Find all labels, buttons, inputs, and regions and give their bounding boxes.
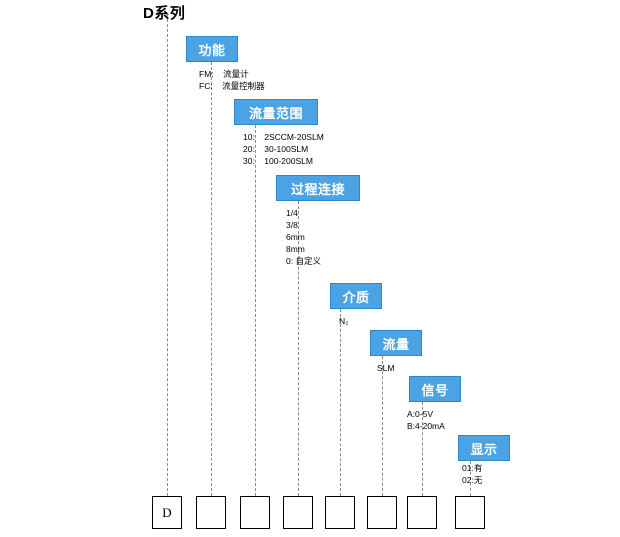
category-node-label: 流量 <box>382 336 410 352</box>
model-code-cell-2[interactable] <box>196 496 226 529</box>
connector-line-1 <box>167 14 168 496</box>
category-node-6[interactable]: 信号 <box>409 376 461 402</box>
page-title: D系列 <box>143 5 186 22</box>
option-row: 01:有 <box>462 463 483 473</box>
model-code-cell-6[interactable] <box>367 496 397 529</box>
option-row: 1/4 <box>286 208 298 218</box>
function-options: FM: 流量计 FC: 流量控制器 <box>199 68 265 92</box>
category-node-label: 显示 <box>470 441 498 457</box>
option-row: B:4-20mA <box>407 421 445 431</box>
option-row: 8mm <box>286 244 305 254</box>
option-row: FC: 流量控制器 <box>199 81 265 91</box>
category-node-label: 过程连接 <box>290 181 345 197</box>
connector-line-5 <box>340 309 341 496</box>
model-code-cell-7[interactable] <box>407 496 437 529</box>
category-node-7[interactable]: 显示 <box>458 435 510 461</box>
connector-line-4 <box>298 201 299 496</box>
option-row: 0: 自定义 <box>286 256 321 266</box>
category-node-label: 功能 <box>198 42 226 58</box>
category-node-5[interactable]: 流量 <box>370 330 422 356</box>
medium-options: N₂ <box>339 315 348 327</box>
category-node-2[interactable]: 流量范围 <box>234 99 318 125</box>
model-code-cell-label: D <box>162 504 172 520</box>
connector-line-2 <box>211 62 212 496</box>
option-row: 30: 100-200SLM <box>243 156 313 166</box>
option-row: 20: 30-100SLM <box>243 144 309 154</box>
display-options: 01:有 02:无 <box>462 462 482 486</box>
model-code-cell-4[interactable] <box>283 496 313 529</box>
connector-line-3 <box>255 125 256 496</box>
model-code-cell-3[interactable] <box>240 496 270 529</box>
connection-options: 1/4 3/8 6mm 8mm 0: 自定义 <box>286 207 321 267</box>
option-row: 02:无 <box>462 475 483 485</box>
model-code-cell-5[interactable] <box>325 496 355 529</box>
option-row: N₂ <box>339 316 349 326</box>
model-code-cell-1[interactable]: D <box>152 496 182 529</box>
option-row: 10: 2SCCM-20SLM <box>243 132 324 142</box>
category-node-4[interactable]: 介质 <box>330 283 382 309</box>
flow-options: SLM <box>377 362 394 374</box>
model-code-cell-8[interactable] <box>455 496 485 529</box>
category-node-3[interactable]: 过程连接 <box>276 175 360 201</box>
category-node-1[interactable]: 功能 <box>186 36 238 62</box>
connector-line-6 <box>382 356 383 496</box>
connector-line-7 <box>422 402 423 496</box>
option-row: SLM <box>377 363 395 373</box>
range-options: 10: 2SCCM-20SLM 20: 30-100SLM 30: 100-200S… <box>243 131 324 167</box>
option-row: 3/8 <box>286 220 298 230</box>
option-row: A:0-5V <box>407 409 433 419</box>
option-row: 6mm <box>286 232 305 242</box>
option-row: FM: 流量计 <box>199 69 249 79</box>
category-node-label: 介质 <box>342 289 370 305</box>
category-node-label: 信号 <box>421 382 449 398</box>
category-node-label: 流量范围 <box>248 105 303 121</box>
connector-line-8 <box>470 461 471 496</box>
signal-options: A:0-5V B:4-20mA <box>407 408 445 432</box>
